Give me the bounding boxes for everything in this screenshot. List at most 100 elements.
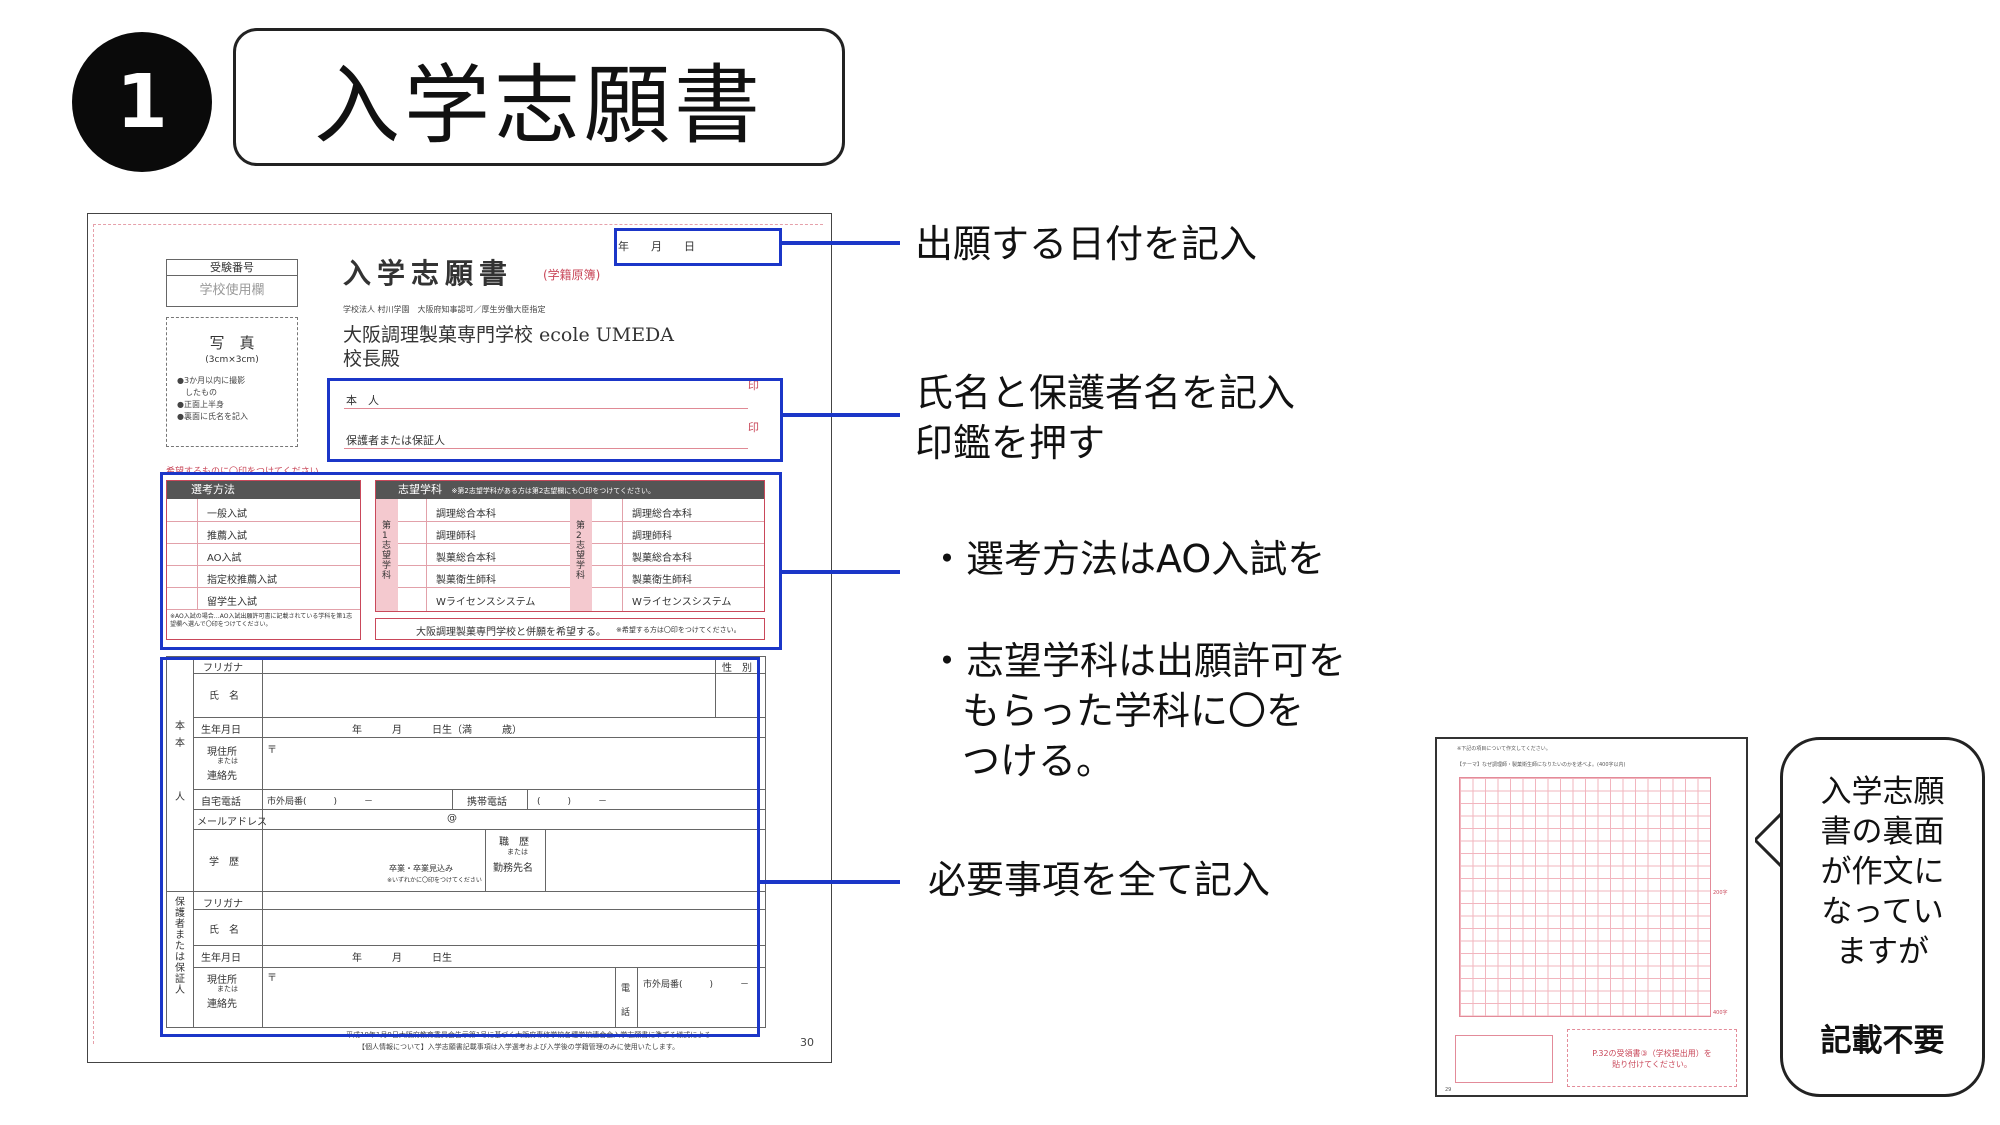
method-item: 指定校推薦入試 <box>207 575 277 586</box>
photo-note: ●3か月以内に撮影 <box>177 376 246 385</box>
dept-item: 調理総合本科 <box>632 509 692 520</box>
count-200: 200字 <box>1713 890 1728 896</box>
career-label: 職 歴 <box>499 837 529 848</box>
photo-note: したもの <box>185 388 217 397</box>
birthdate-label: 生年月日 <box>201 725 241 736</box>
gender-label: 性 別 <box>722 663 752 674</box>
reverse-theme: 【テーマ】なぜ調理師・製菓衛生師になりたいのかを述べよ。(400字以内) <box>1457 762 1626 768</box>
department-table: 志望学科 ※第2志望学科がある方は第2志望欄にも〇印をつけてください。 第1志望… <box>375 480 765 612</box>
section-number-badge: 1 <box>72 32 212 172</box>
dept-header: 志望学科 <box>398 483 442 496</box>
exam-number-label: 受験番号 <box>167 260 297 276</box>
dept-item: 調理総合本科 <box>436 509 496 520</box>
dept-item: Wライセンスシステム <box>436 597 536 608</box>
guardian-area-code: 市外局番( ) － <box>643 980 750 990</box>
self-label: 本 人 <box>346 394 379 407</box>
receipt-line-1: P.32の受領書③（学校提出用）を <box>1592 1049 1712 1058</box>
guardian-label: 保護者または保証人 <box>346 434 445 447</box>
date-annotation: 出願する日付を記入 <box>915 222 1258 266</box>
concurrent-text: 大阪調理製菓専門学校と併願を希望する。 <box>416 627 606 638</box>
guardian-side-vertical: 保護者または保証人 <box>175 897 185 996</box>
guardian-furigana-label: フリガナ <box>203 899 243 910</box>
dept-annotation-3: つける。 <box>962 739 1115 783</box>
guardian-birthdate-label: 生年月日 <box>201 953 241 964</box>
bubble-line: なってい <box>1821 894 1944 930</box>
exam-number-value: 学校使用欄 <box>199 283 265 298</box>
photo-title: 写 真 <box>209 334 255 352</box>
fill-all-annotation: 必要事項を全て記入 <box>928 858 1271 902</box>
workplace-label: 勤務先名 <box>493 863 533 874</box>
page-number: 30 <box>800 1036 814 1049</box>
school-caption: 学校法人 村川学園 大阪府知事認可／厚生労働大臣指定 <box>343 305 546 314</box>
dept-item: 製菓総合本科 <box>436 553 496 564</box>
form-title: 入学志願書 <box>343 257 514 290</box>
name-annotation: 氏名と保護者名を記入 <box>915 371 1296 415</box>
details-connector <box>760 880 900 884</box>
photo-note: ●裏面に氏名を記入 <box>177 412 248 421</box>
guardian-postal-mark: 〒 <box>267 973 277 984</box>
address-or: または <box>217 757 238 765</box>
dept-annotation-1: ・志望学科は出願許可を <box>928 639 1347 683</box>
composition-grid <box>1459 777 1711 1017</box>
dept-item: 調理師科 <box>436 531 476 542</box>
selection-highlight <box>160 472 782 650</box>
address-label: 現住所 <box>207 747 237 758</box>
email-label: メールアドレス <box>197 817 267 828</box>
signature-connector <box>783 413 900 417</box>
dept-item: 調理師科 <box>632 531 672 542</box>
principal: 校長殿 <box>343 348 401 370</box>
date-highlight <box>614 228 782 266</box>
speech-bubble <box>1780 737 1985 1097</box>
dept-item: 製菓衛生師科 <box>436 575 496 586</box>
photo-size: (3cm×3cm) <box>205 355 259 365</box>
bubble-line: ますが <box>1836 934 1929 970</box>
bubble-text: 入学志願 書の裏面 が作文に なってい ますが <box>1780 772 1985 972</box>
date-placeholder: 年 月 日 <box>618 240 695 253</box>
section-title: 入学志願書 <box>233 28 845 166</box>
guardian-birth-fields: 年 月 日生 <box>352 953 452 964</box>
application-form: 受験番号 学校使用欄 写 真 (3cm×3cm) ●3か月以内に撮影 したもの … <box>87 213 832 1063</box>
method-note: ※AO入試の場合…AO入試出願許可書に記載されている学科を第1志望欄へ選んで〇印… <box>170 613 353 628</box>
dept-item: 製菓衛生師科 <box>632 575 692 586</box>
email-at: @ <box>447 813 457 824</box>
method-item: 留学生入試 <box>207 597 257 608</box>
career-or: または <box>507 848 528 856</box>
details-highlight <box>160 657 760 1037</box>
guardian-signature-line <box>344 448 748 449</box>
seal-annotation: 印鑑を押す <box>915 421 1106 465</box>
contact-address-label: 連絡先 <box>207 771 237 782</box>
count-400: 400字 <box>1713 1010 1728 1016</box>
exam-number-grid <box>1455 1035 1553 1083</box>
dept-annotation-2: もらった学科に〇を <box>962 689 1305 733</box>
bubble-line: が作文に <box>1820 854 1945 890</box>
seal-mark: 印 <box>748 421 759 434</box>
education-label: 学 歴 <box>209 857 239 868</box>
mobile-label: 携帯電話 <box>467 797 507 808</box>
postal-mark: 〒 <box>267 745 277 756</box>
receipt-line-2: 貼り付けてください。 <box>1612 1060 1692 1069</box>
guardian-phone-label: 電話 <box>621 984 631 1018</box>
guardian-contact-label: 連絡先 <box>207 999 237 1010</box>
bubble-line: 入学志願 <box>1820 774 1945 810</box>
date-connector <box>782 241 900 245</box>
form-title-sub: (学籍原簿) <box>543 268 601 282</box>
bubble-line: 書の裏面 <box>1820 814 1945 850</box>
concurrent-row: 大阪調理製菓専門学校と併願を希望する。 ※希望する方は〇印をつけてください。 <box>375 618 765 640</box>
mobile-fields: ( ) － <box>537 797 608 807</box>
concurrent-note: ※希望する方は〇印をつけてください。 <box>616 626 741 634</box>
photo-note: ●正面上半身 <box>177 400 224 409</box>
second-choice-label: 第2志望学科 <box>576 521 586 581</box>
privacy-note: 【個人情報について】入学志願書記載事項は入学選考および入学後の学籍管理のみに使用… <box>358 1043 680 1051</box>
dept-item: Wライセンスシステム <box>632 597 732 608</box>
method-item: 一般入試 <box>207 509 247 520</box>
first-choice-label: 第1志望学科 <box>382 521 392 581</box>
reverse-side-thumbnail: ※下記の項目について作文してください。 【テーマ】なぜ調理師・製菓衛生師になりた… <box>1435 737 1748 1097</box>
school-name: 大阪調理製菓専門学校 ecole UMEDA <box>343 324 675 346</box>
area-code-fields: 市外局番( ) － <box>267 797 374 807</box>
graduation-note: ※いずれかに〇印をつけてください <box>387 877 482 884</box>
method-table: 選考方法 一般入試 推薦入試 AO入試 指定校推薦入試 留学生入試 ※AO入試の… <box>166 480 361 640</box>
method-header: 選考方法 <box>167 481 360 499</box>
signature-highlight <box>327 378 783 462</box>
home-phone-label: 自宅電話 <box>201 797 241 808</box>
photo-box: 写 真 (3cm×3cm) ●3か月以内に撮影 したもの ●正面上半身 ●裏面に… <box>166 317 298 447</box>
